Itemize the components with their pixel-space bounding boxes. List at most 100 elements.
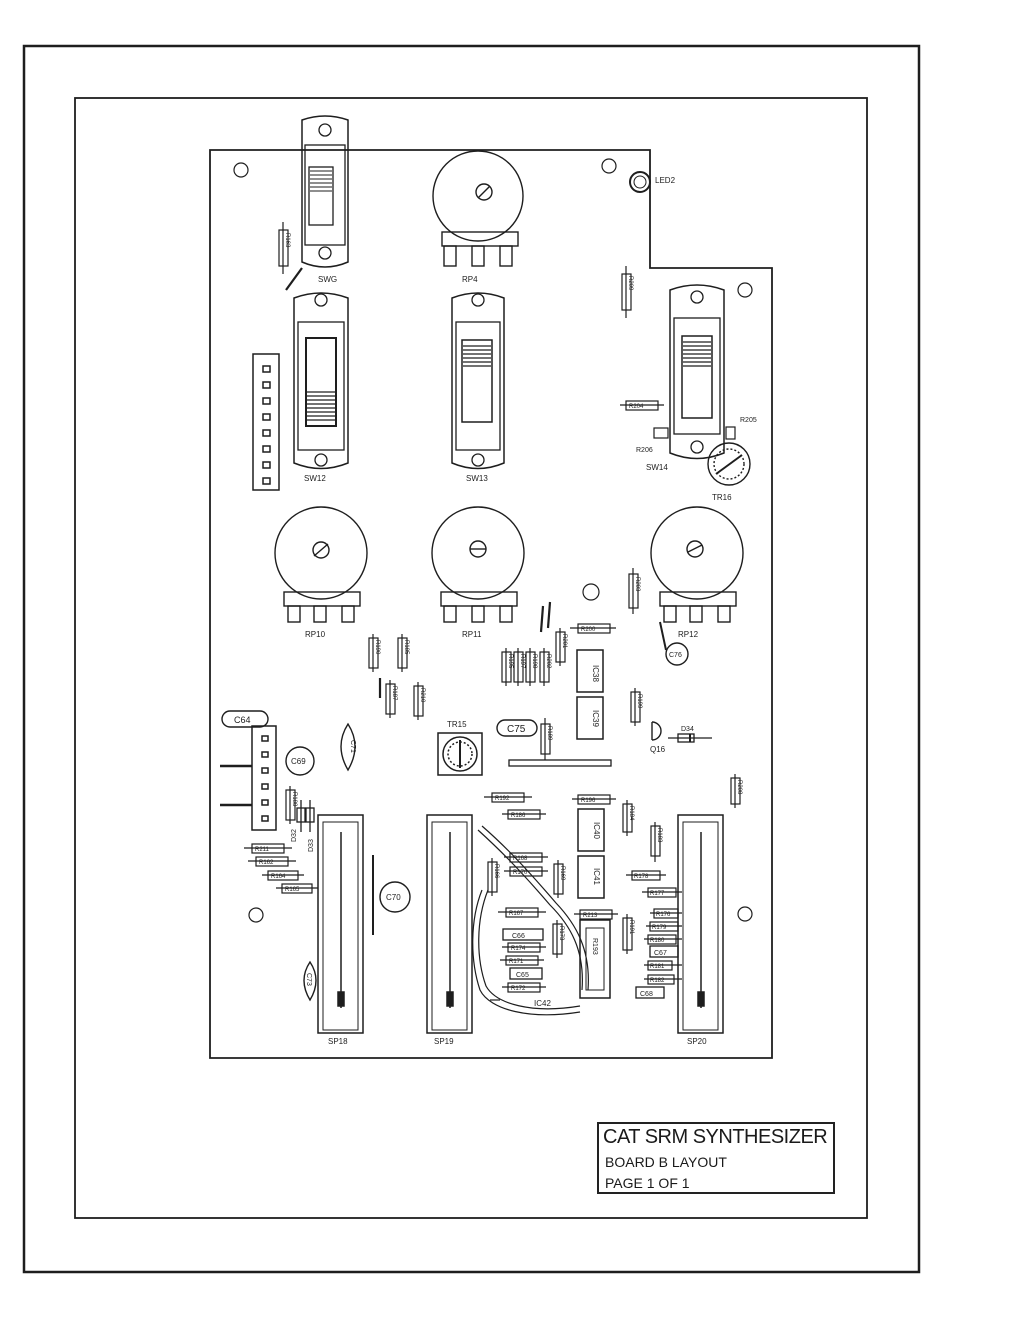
label-r205: R205 bbox=[740, 417, 757, 424]
label-r162: R162 bbox=[259, 860, 274, 866]
label-tr15: TR15 bbox=[447, 720, 467, 729]
ic-ic39: IC39 bbox=[576, 696, 604, 740]
title-block-board: BOARD B LAYOUT bbox=[605, 1154, 727, 1170]
resistor-r204: R204 bbox=[620, 400, 664, 411]
title-block-title: CAT SRM SYNTHESIZER bbox=[603, 1126, 828, 1148]
cap-c73: C73 bbox=[303, 960, 317, 1002]
label-c65: C65 bbox=[516, 972, 529, 979]
label-r213: R213 bbox=[583, 913, 598, 919]
label-r168: R168 bbox=[513, 856, 528, 862]
label-r167: R167 bbox=[509, 911, 524, 917]
label-r176: R176 bbox=[656, 912, 671, 918]
label-c69: C69 bbox=[291, 757, 306, 766]
label-r180: R180 bbox=[650, 938, 665, 944]
label-r165: R165 bbox=[285, 887, 300, 893]
connector-header-left bbox=[220, 725, 277, 831]
resistor-r184: R184 bbox=[622, 800, 634, 836]
switch-sw13: SW13 bbox=[451, 292, 505, 483]
label-q16: Q16 bbox=[650, 745, 666, 754]
label-r172: R172 bbox=[511, 986, 526, 992]
label-r182: R182 bbox=[650, 978, 665, 984]
resistor-r179: R179 bbox=[646, 921, 682, 932]
resistor-r168: R168 bbox=[504, 852, 548, 863]
resistor-r165: R165 bbox=[276, 883, 318, 894]
trimmer-tr15: TR15 bbox=[437, 720, 483, 776]
resistor-r200: R200 bbox=[570, 623, 616, 634]
transistor-q16: Q16 bbox=[650, 721, 666, 754]
resistor-r178: R178 bbox=[626, 870, 666, 881]
resistor-r167: R167 bbox=[498, 907, 546, 918]
resistor-r169: R169 bbox=[553, 860, 565, 898]
resistor-r210: R210 bbox=[413, 682, 425, 720]
label-r204: R204 bbox=[629, 404, 644, 410]
resistor-r174: R174 bbox=[502, 942, 546, 953]
cap-c75: C75 bbox=[496, 719, 538, 737]
resistor-r164: R164 bbox=[262, 870, 304, 881]
resistor-r195: R195 bbox=[501, 648, 513, 686]
slider-sp18: SP18 bbox=[317, 814, 364, 1046]
resistor-r209: R209 bbox=[621, 266, 633, 318]
resistor-r211: R211 bbox=[244, 843, 292, 854]
title-block-page: PAGE 1 OF 1 bbox=[605, 1175, 690, 1191]
label-r189: R189 bbox=[546, 726, 552, 741]
outer-frame bbox=[22, 44, 921, 1274]
label-r206: R206 bbox=[636, 447, 653, 454]
resistor-r166: R166 bbox=[487, 858, 499, 896]
cap-c67: C67 bbox=[649, 945, 679, 958]
label-d33: D33 bbox=[308, 839, 315, 852]
resistor-r181: R181 bbox=[644, 960, 682, 971]
resistor-r170: R170 bbox=[504, 866, 548, 877]
label-sp19: SP19 bbox=[434, 1037, 454, 1046]
label-r198: R198 bbox=[531, 654, 537, 669]
resistor-r203: R203 bbox=[628, 568, 640, 614]
diode-d34: D34 bbox=[668, 726, 712, 743]
resistor-r177: R177 bbox=[642, 887, 682, 898]
label-r211: R211 bbox=[255, 847, 270, 853]
cap-c69: C69 bbox=[285, 746, 315, 776]
cap-c65: C65 bbox=[509, 967, 543, 980]
label-r164: R164 bbox=[271, 874, 286, 880]
jumpers bbox=[285, 267, 552, 698]
label-r187: R187 bbox=[391, 686, 397, 701]
cap-c68: C68 bbox=[635, 986, 665, 999]
label-r208: R208 bbox=[736, 780, 742, 795]
label-r190: R190 bbox=[374, 640, 380, 655]
mounting-hole bbox=[248, 907, 264, 923]
label-c71: C71 bbox=[349, 740, 356, 753]
label-r210: R210 bbox=[419, 688, 425, 703]
resistor-r197: R197 bbox=[513, 648, 525, 686]
inner-frame bbox=[74, 97, 868, 1219]
label-r192: R192 bbox=[495, 796, 510, 802]
resistor-r172: R172 bbox=[502, 982, 546, 993]
wire-bundle bbox=[472, 825, 589, 1016]
label-r200: R200 bbox=[581, 627, 596, 633]
label-r203: R203 bbox=[634, 577, 640, 592]
resistor-r190: R190 bbox=[368, 634, 380, 672]
pot-rp4: RP4 bbox=[432, 150, 524, 284]
label-r193: R193 bbox=[591, 938, 598, 955]
resistor-r213: R213 bbox=[574, 909, 618, 920]
label-r171: R171 bbox=[509, 959, 524, 965]
label-r209: R209 bbox=[627, 276, 633, 291]
label-rp11: RP11 bbox=[462, 630, 482, 639]
resistor-r171: R171 bbox=[500, 955, 544, 966]
diode-d32: D32 bbox=[291, 800, 306, 842]
resistors-vertical: R163 R209 R203 R201 R202 R190 R185 R187 … bbox=[278, 222, 742, 958]
pcb-outline bbox=[209, 149, 773, 1059]
pot-rp12: RP12 bbox=[650, 506, 744, 639]
label-d32: D32 bbox=[291, 829, 298, 842]
slider-sp20: SP20 bbox=[677, 814, 724, 1046]
label-r191: R191 bbox=[628, 920, 634, 935]
label-ic41: IC41 bbox=[592, 868, 601, 885]
resistor-r206: R206 bbox=[636, 427, 669, 454]
label-sp18: SP18 bbox=[328, 1037, 348, 1046]
label-led2: LED2 bbox=[655, 176, 676, 185]
resistor-r205: R205 bbox=[725, 417, 757, 440]
label-rp12: RP12 bbox=[678, 630, 699, 639]
resistor-r201: R201 bbox=[555, 628, 567, 666]
pot-rp10: RP10 bbox=[274, 506, 368, 639]
label-ic42: IC42 bbox=[534, 999, 551, 1008]
label-r201: R201 bbox=[561, 634, 567, 649]
mounting-hole bbox=[601, 158, 617, 174]
mounting-hole bbox=[737, 282, 753, 298]
